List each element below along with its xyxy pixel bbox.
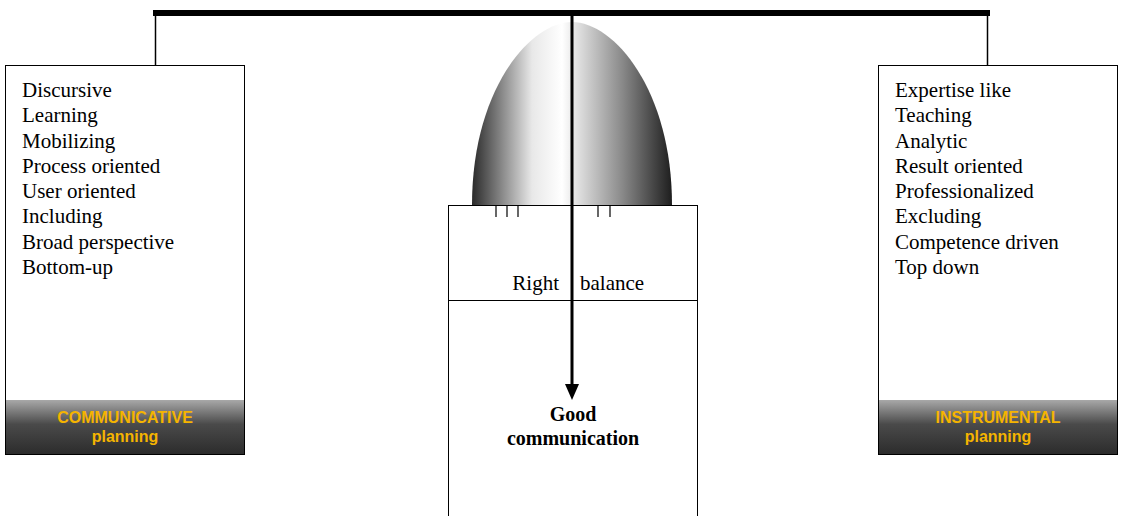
node-text: INSTRUMENTAL planning: [913, 408, 1083, 446]
node-text: Broad perspective: [22, 230, 174, 255]
text-group: DiscursiveLearningMobilizingProcess orie…: [22, 78, 174, 280]
node-text: User oriented: [22, 179, 174, 204]
pointer-arrowhead: [565, 384, 579, 400]
node-text: Result oriented: [895, 154, 1059, 179]
node-text: Professionalized: [895, 179, 1059, 204]
scale-tick: [609, 205, 610, 217]
node-text: Right: [512, 271, 559, 295]
node-text: Competence driven: [895, 230, 1059, 255]
text-group: COMMUNICATIVE planning: [40, 408, 210, 446]
node-text: Teaching: [895, 103, 1059, 128]
node-text: Top down: [895, 255, 1059, 280]
result-box: Good communication: [448, 299, 698, 516]
planning-band: INSTRUMENTAL planning: [879, 400, 1117, 454]
node-text: Good communication: [493, 402, 653, 450]
node-text: balance: [580, 271, 644, 295]
node-text: Process oriented: [22, 154, 174, 179]
scale-tick: [517, 205, 518, 217]
text-group: Right balance: [449, 206, 696, 299]
node-text: Discursive: [22, 78, 174, 103]
node-text: Mobilizing: [22, 129, 174, 154]
text-group: Expertise likeTeachingAnalyticResult ori…: [895, 78, 1059, 280]
node-text: Analytic: [895, 129, 1059, 154]
hanger-line: [155, 13, 157, 65]
scale-tick: [597, 205, 598, 217]
text-group: Good communication: [493, 402, 653, 516]
hanger-line: [987, 13, 989, 65]
balance-scale-box: Right balance: [448, 205, 698, 301]
scale-tick: [506, 205, 507, 217]
planning-band: COMMUNICATIVE planning: [6, 400, 244, 454]
node-text: COMMUNICATIVE planning: [40, 408, 210, 446]
text-group: INSTRUMENTAL planning: [913, 408, 1083, 446]
pointer-arrow: [571, 13, 574, 386]
scale-tick: [495, 205, 496, 217]
node-text: Learning: [22, 103, 174, 128]
node-text: Including: [22, 204, 174, 229]
attribute-list-box: Expertise likeTeachingAnalyticResult ori…: [878, 65, 1118, 455]
attribute-list-box: DiscursiveLearningMobilizingProcess orie…: [5, 65, 245, 455]
node-text: Expertise like: [895, 78, 1059, 103]
node-text: Bottom-up: [22, 255, 174, 280]
node-text: Excluding: [895, 204, 1059, 229]
